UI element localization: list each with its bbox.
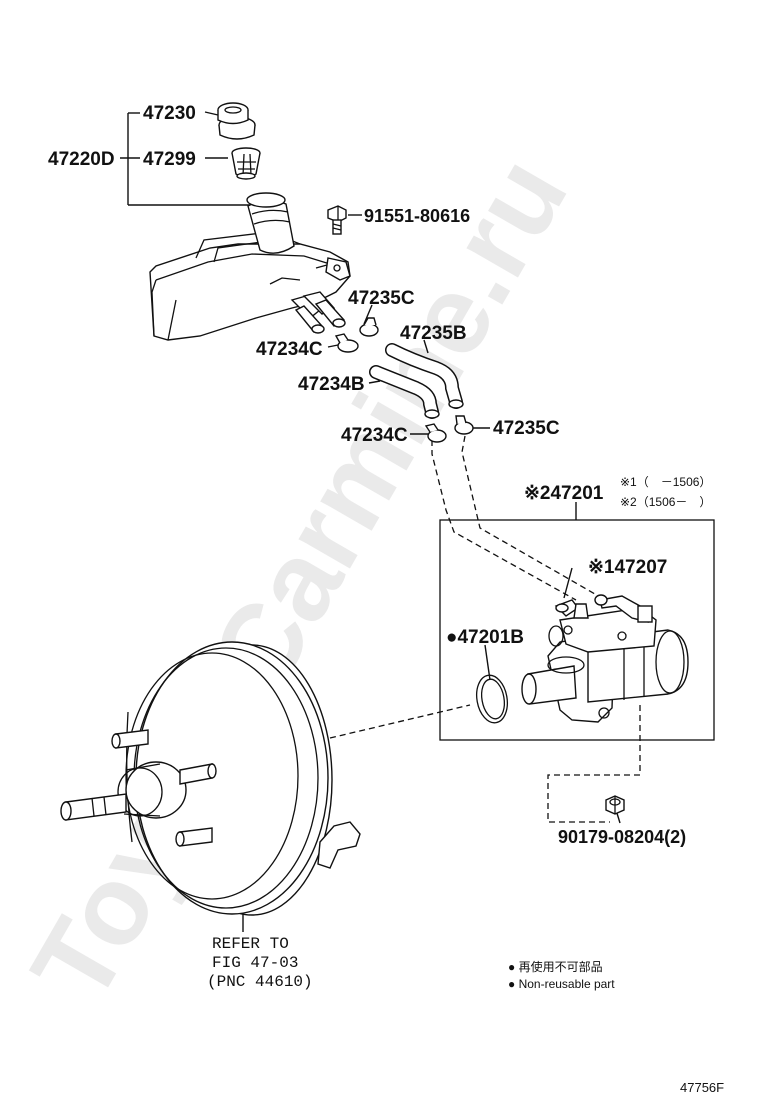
label-47235b: 47235B [400, 323, 467, 344]
label-91551-80616: 91551-80616 [364, 206, 470, 226]
o-ring [476, 674, 508, 724]
brake-booster [60, 641, 361, 916]
label-47234c-bottom: 47234C [341, 425, 408, 446]
legend-line-english: ● Non-reusable part [508, 977, 615, 991]
refer-note-line-2: FIG 47-03 [212, 954, 298, 972]
reservoir-hose-47235b [385, 343, 464, 409]
refer-note-line-1: REFER TO [212, 935, 289, 953]
label-47207: ※147207 [588, 557, 667, 578]
nut-90179 [605, 795, 625, 815]
reservoir-cap [217, 102, 256, 140]
label-47220d: 47220D [48, 149, 115, 170]
label-47299: 47299 [143, 149, 196, 170]
bolt-91551 [327, 205, 347, 235]
label-47234c-top: 47234C [256, 339, 323, 360]
diagram-code: 47756F [680, 1080, 724, 1095]
label-47201: ※247201 [524, 483, 604, 504]
master-cylinder [521, 607, 689, 723]
label-90179-08204: 90179-08204(2) [558, 827, 686, 847]
reservoir-tank [149, 192, 351, 341]
date-note-2: ※2（1506－ ） [620, 495, 711, 509]
label-47201b: ●47201B [446, 627, 524, 648]
label-47235c-bottom: 47235C [493, 418, 560, 439]
hose-clamp-lower-left [424, 423, 447, 443]
master-cylinder-assembly-frame [439, 519, 715, 741]
label-47234b: 47234B [298, 374, 365, 395]
hose-clamp-upper-left [334, 333, 359, 353]
reservoir-strainer [231, 147, 261, 180]
date-note-1: ※1（ －1506） [620, 475, 711, 489]
refer-note-line-3: (PNC 44610) [207, 973, 313, 991]
label-47235c-top: 47235C [348, 288, 415, 309]
hose-clamp-lower-right [454, 415, 474, 435]
dashed-connections [329, 435, 641, 823]
hose-clamp-upper-right [359, 317, 379, 337]
label-47230: 47230 [143, 103, 196, 124]
leader-lines [120, 111, 621, 932]
legend-line-japanese: ● 再使用不可部品 [508, 959, 603, 974]
reservoir-port-adapter [554, 594, 653, 623]
reservoir-hose-47234b [369, 365, 440, 419]
